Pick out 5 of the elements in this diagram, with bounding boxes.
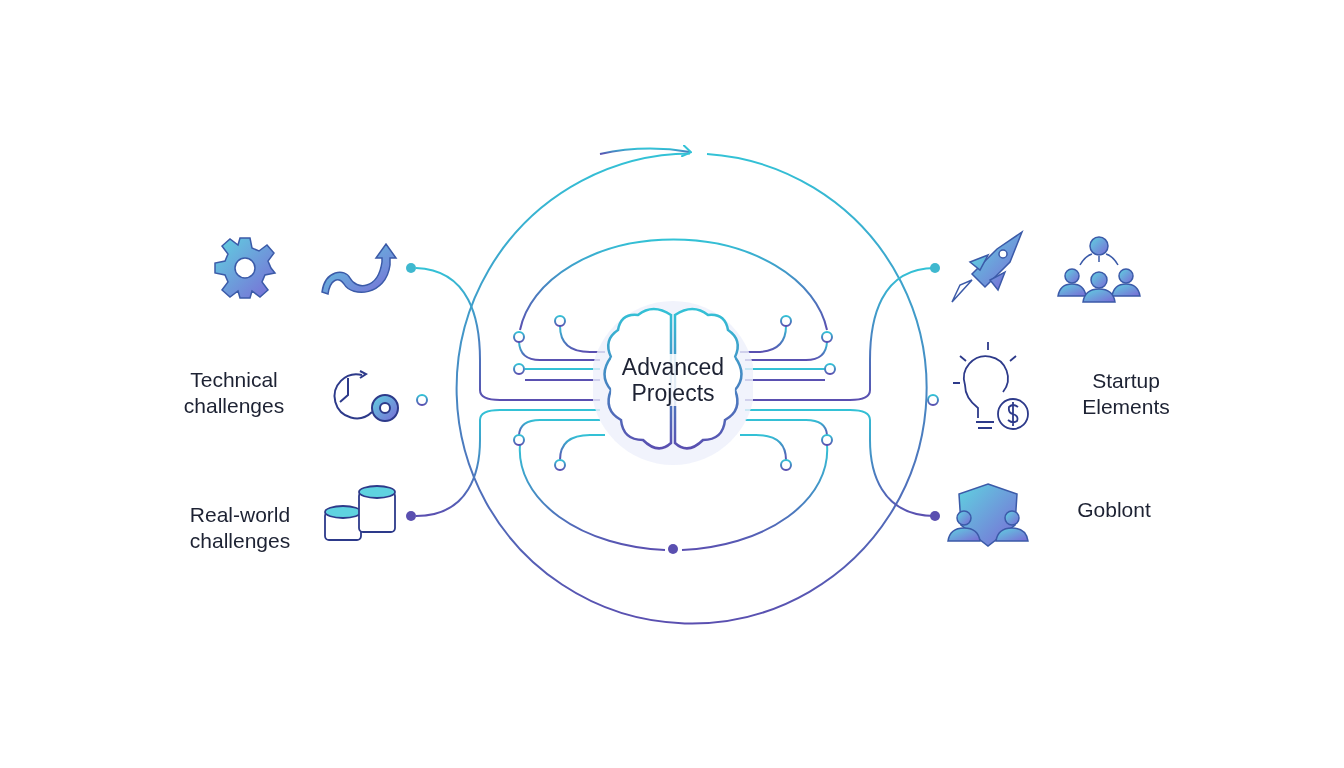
node-title: Advanced Projects xyxy=(611,354,735,406)
category-label: Goblont xyxy=(1076,497,1152,523)
category-label: Real-world challenges xyxy=(188,502,292,554)
category-label: Startup Elements xyxy=(1081,368,1171,420)
category-label: Technical challenges xyxy=(182,367,286,419)
